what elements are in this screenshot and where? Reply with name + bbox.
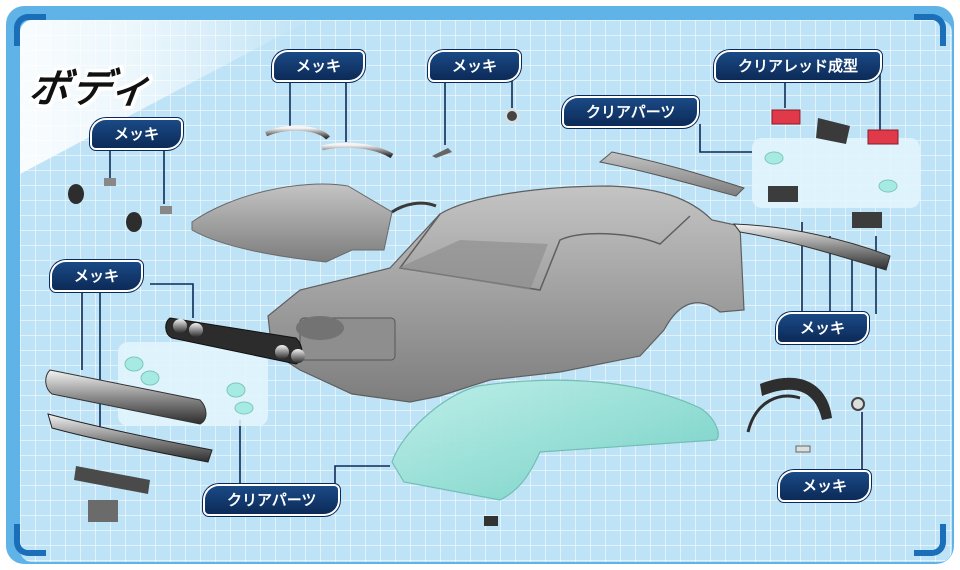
- clear-lens-part: [878, 179, 898, 193]
- front-bumper-chrome: [47, 413, 213, 463]
- headlight-ring: [189, 323, 203, 337]
- side-mirror-part: [68, 184, 84, 204]
- tail-lamp-housing: [852, 212, 882, 228]
- fender-flare-part: [760, 377, 832, 420]
- engine-bay: [296, 316, 344, 340]
- small-panel-part: [88, 500, 118, 522]
- clear-lens-part: [226, 382, 246, 398]
- license-plate-part: [816, 118, 850, 144]
- chrome-trim-part: [265, 125, 330, 140]
- clear-red-tail-lamp: [771, 109, 801, 125]
- front-grille-chrome: [45, 369, 207, 425]
- fender-flare-part: [746, 394, 801, 433]
- clear-window-glass: [391, 379, 719, 501]
- label-clear-parts: クリアパーツ: [205, 486, 339, 514]
- rear-bumper-chrome: [732, 223, 891, 271]
- windshield-frame: [398, 213, 691, 291]
- clear-red-tail-lamp: [867, 129, 899, 145]
- label-chrome: メッキ: [52, 262, 142, 290]
- mirror-base-part: [160, 206, 172, 214]
- corner-ornament: [14, 14, 46, 46]
- small-chrome-part: [795, 445, 811, 453]
- label-chrome: メッキ: [274, 52, 364, 80]
- small-dark-part: [484, 516, 498, 526]
- small-chrome-part: [432, 148, 452, 158]
- label-chrome: メッキ: [780, 472, 870, 500]
- mirror-base-part: [104, 178, 116, 186]
- clear-lens-part: [234, 401, 254, 415]
- small-chrome-part: [505, 109, 519, 123]
- rear-spoiler-part: [598, 151, 745, 197]
- hood-hinge: [391, 201, 437, 214]
- corner-ornament: [14, 524, 46, 556]
- label-chrome: メッキ: [430, 52, 520, 80]
- headlight-ring: [291, 349, 305, 363]
- corner-ornament: [914, 14, 946, 46]
- chrome-trim-part: [321, 142, 394, 159]
- clear-lens-part: [140, 370, 160, 386]
- hood-part: [191, 183, 393, 263]
- cabin-opening: [398, 240, 548, 290]
- label-clear-parts: クリアパーツ: [564, 98, 698, 126]
- headlight-ring: [275, 345, 289, 359]
- clear-lens-part: [764, 151, 784, 165]
- small-chrome-part: [851, 397, 865, 411]
- clear-lens-part: [124, 356, 144, 372]
- label-chrome: メッキ: [92, 120, 182, 148]
- corner-ornament: [914, 524, 946, 556]
- label-chrome: メッキ: [778, 314, 868, 342]
- radiator-grille-part: [74, 466, 150, 494]
- side-mirror-part: [126, 212, 142, 232]
- tail-lamp-housing: [768, 186, 798, 202]
- label-clear-red-molding: クリアレッド成型: [716, 52, 881, 80]
- headlight-ring: [173, 319, 187, 333]
